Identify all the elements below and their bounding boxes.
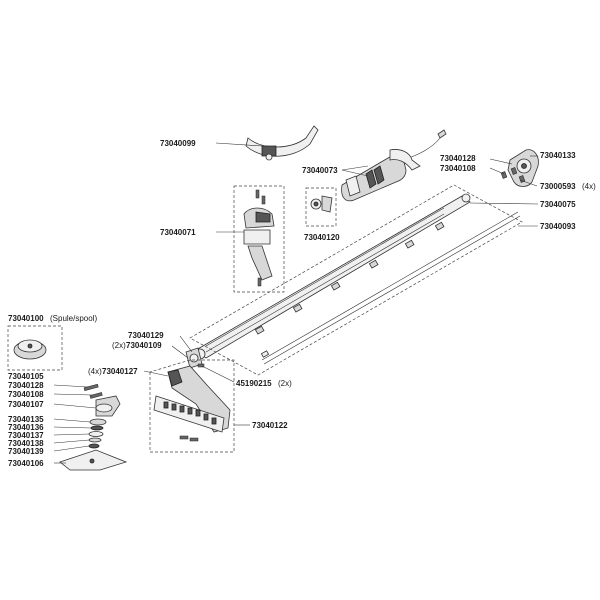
part-motor-head	[500, 149, 539, 187]
label-45190215: 45190215	[236, 379, 272, 388]
label-73040105: 73040105	[8, 372, 44, 381]
label-45190215-qty: (2x)	[278, 379, 292, 388]
label-73040135: 73040135	[8, 415, 44, 424]
part-shoulder-strap	[245, 125, 319, 161]
part-guard-assembly	[149, 359, 235, 453]
label-73040109: 73040109	[126, 341, 162, 350]
part-lower-clamp	[185, 347, 205, 369]
label-73040093: 73040093	[540, 222, 576, 231]
part-clamp	[305, 187, 337, 227]
label-73040136: 73040136	[8, 423, 44, 432]
label-73040108-top: 73040108	[440, 164, 476, 173]
label-73040107: 73040107	[8, 400, 44, 409]
label-73040138: 73040138	[8, 439, 44, 448]
label-73040122: 73040122	[252, 421, 288, 430]
label-73000593-qty: (4x)	[582, 182, 596, 191]
label-73040071: 73040071	[160, 228, 196, 237]
label-73040129: 73040129	[128, 331, 164, 340]
part-inner-cable-assembly	[189, 184, 523, 376]
part-shaft-tube	[194, 193, 471, 360]
label-73040100: 73040100	[8, 314, 44, 323]
label-73040127: 73040127	[102, 367, 138, 376]
label-73040139: 73040139	[8, 447, 44, 456]
label-73040127-qty: (4x)	[88, 367, 102, 376]
label-73040075: 73040075	[540, 200, 576, 209]
label-73040106: 73040106	[8, 459, 44, 468]
part-cutting-head-stack	[59, 383, 128, 471]
label-73040109-qty: (2x)	[112, 341, 126, 350]
label-73040133: 73040133	[540, 151, 576, 160]
label-73040108-left: 73040108	[8, 390, 44, 399]
part-auxiliary-handle	[233, 185, 285, 293]
label-73040099: 73040099	[160, 139, 196, 148]
label-73040120: 73040120	[304, 233, 340, 242]
label-73040128-top: 73040128	[440, 154, 476, 163]
label-73040128-left: 73040128	[8, 381, 44, 390]
label-73040137: 73040137	[8, 431, 44, 440]
label-73040100-note: (Spule/spool)	[50, 314, 97, 323]
part-motor-handle	[341, 129, 447, 202]
part-spool	[7, 325, 63, 371]
label-73000593: 73000593	[540, 182, 576, 191]
label-73040073: 73040073	[302, 166, 338, 175]
